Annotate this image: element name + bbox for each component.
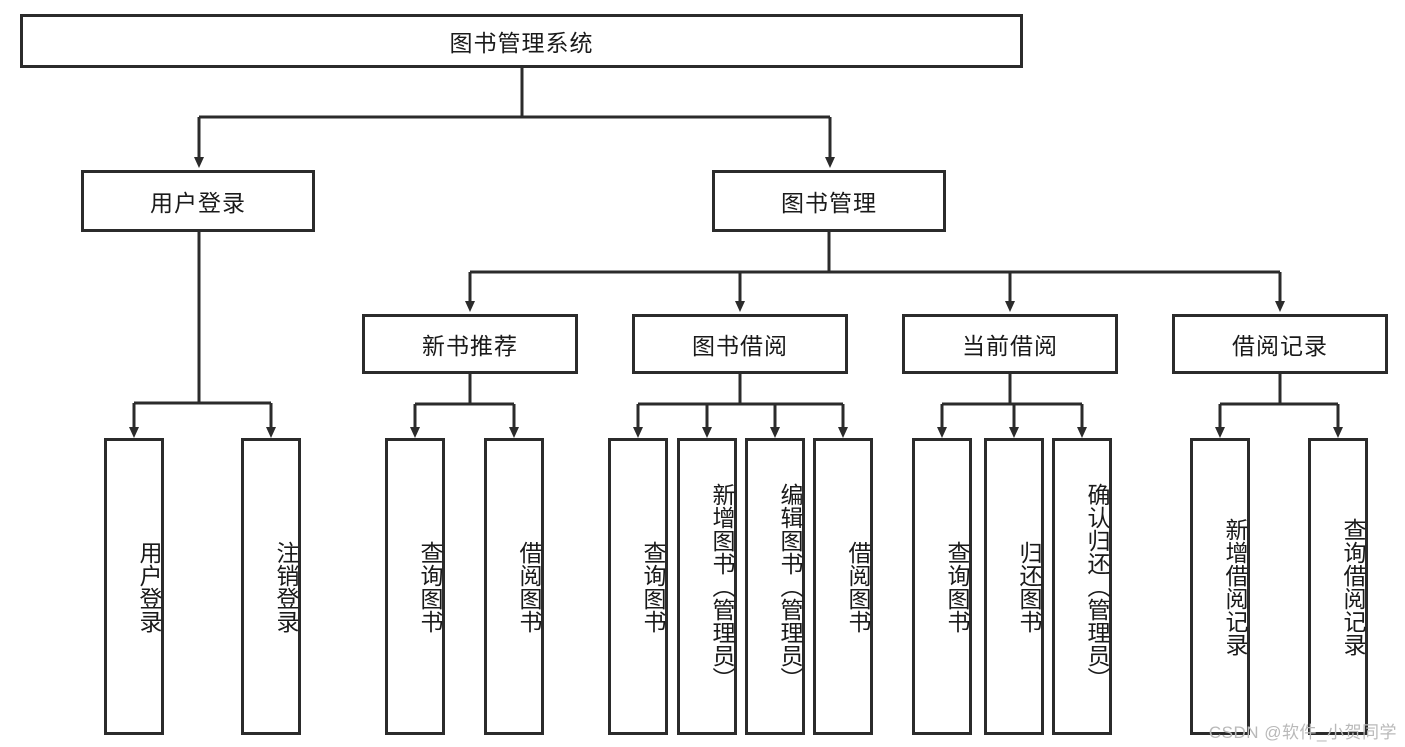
node-leaf-borrow-book-recommend[interactable]: 借阅图书 (484, 438, 544, 735)
node-leaf-logout[interactable]: 注销登录 (241, 438, 301, 735)
node-leaf-return-book[interactable]: 归还图书 (984, 438, 1044, 735)
node-label: 借阅图书 (516, 540, 542, 633)
node-label: 图书管理系统 (449, 30, 594, 56)
node-book-manage[interactable]: 图书管理 (712, 170, 946, 232)
node-label: 借阅记录 (1232, 333, 1328, 359)
node-label: 查询图书 (640, 540, 666, 633)
node-label: 用户登录 (136, 540, 162, 633)
node-label: 用户登录 (150, 190, 246, 216)
node-current-borrow[interactable]: 当前借阅 (902, 314, 1118, 374)
node-label: 归还图书 (1016, 540, 1042, 633)
node-root[interactable]: 图书管理系统 (20, 14, 1023, 68)
node-leaf-query-book-current[interactable]: 查询图书 (912, 438, 972, 735)
node-new-book-recommend[interactable]: 新书推荐 (362, 314, 578, 374)
node-book-borrow[interactable]: 图书借阅 (632, 314, 848, 374)
node-label: 注销登录 (273, 540, 299, 633)
node-leaf-add-record[interactable]: 新增借阅记录 (1190, 438, 1250, 735)
node-label: 查询图书 (417, 540, 443, 633)
node-leaf-borrow-book[interactable]: 借阅图书 (813, 438, 873, 735)
node-label: 新书推荐 (422, 333, 518, 359)
node-label: 编辑图书（管理员） (777, 483, 803, 690)
node-borrow-record[interactable]: 借阅记录 (1172, 314, 1388, 374)
node-leaf-query-record[interactable]: 查询借阅记录 (1308, 438, 1368, 735)
node-label: 新增图书（管理员） (709, 483, 735, 690)
node-leaf-add-book[interactable]: 新增图书（管理员） (677, 438, 737, 735)
node-label: 当前借阅 (962, 333, 1058, 359)
node-leaf-confirm-return[interactable]: 确认归还（管理员） (1052, 438, 1112, 735)
node-label: 查询图书 (944, 540, 970, 633)
node-label: 图书管理 (781, 190, 877, 216)
node-leaf-edit-book[interactable]: 编辑图书（管理员） (745, 438, 805, 735)
node-leaf-query-book-borrow[interactable]: 查询图书 (608, 438, 668, 735)
node-label: 确认归还（管理员） (1084, 483, 1110, 690)
node-label: 图书借阅 (692, 333, 788, 359)
node-leaf-user-login[interactable]: 用户登录 (104, 438, 164, 735)
node-label: 新增借阅记录 (1222, 517, 1248, 656)
node-user-login[interactable]: 用户登录 (81, 170, 315, 232)
watermark-text: CSDN @软件_小贺同学 (1208, 723, 1397, 742)
node-label: 查询借阅记录 (1340, 517, 1366, 656)
node-label: 借阅图书 (845, 540, 871, 633)
node-leaf-query-book-recommend[interactable]: 查询图书 (385, 438, 445, 735)
